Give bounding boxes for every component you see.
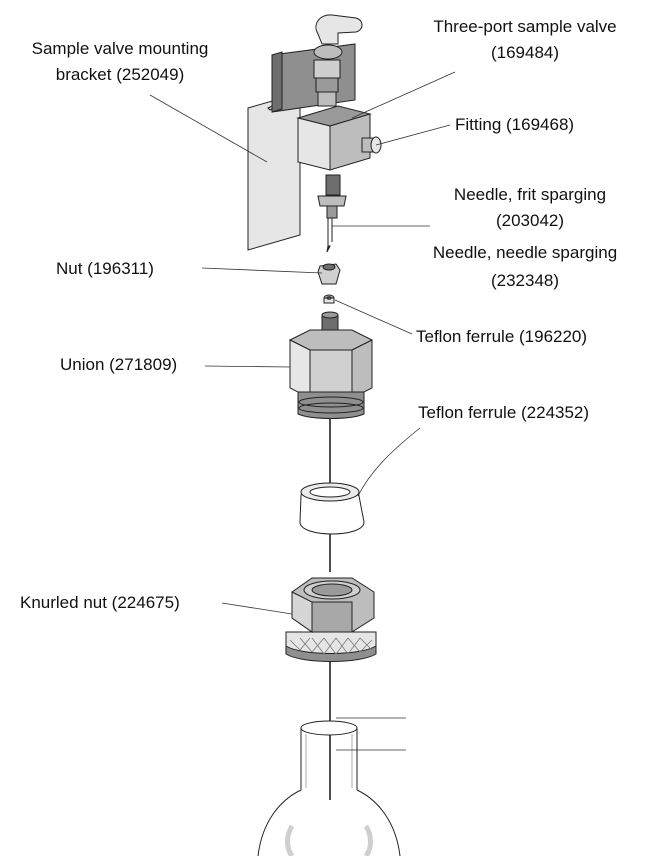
label-valve-line2: (169484) [490, 43, 560, 62]
label-needle-frit-line2: (203042) [495, 211, 565, 230]
label-union: Union (271809) [60, 355, 178, 374]
label-valve-line1: Three-port sample valve [433, 17, 617, 36]
union [288, 311, 374, 419]
label-knurled-nut: Knurled nut (224675) [20, 593, 180, 612]
label-needle-frit-line1: Needle, frit sparging [453, 185, 607, 204]
label-nut: Nut (196311) [56, 259, 154, 278]
sparging-vessel [257, 720, 401, 858]
mounting-bracket [247, 92, 301, 251]
label-teflon-ferrule-large: Teflon ferrule (224352) [418, 403, 590, 422]
label-bracket-line2: bracket (252049) [55, 65, 185, 84]
label-bracket-line1: Sample valve mounting [31, 39, 209, 58]
nut [317, 263, 341, 285]
needle [317, 174, 347, 253]
large-ferrule [299, 482, 365, 535]
label-fitting: Fitting (169468) [455, 115, 575, 134]
label-needle-needle-line2: (232348) [490, 271, 560, 290]
knurled-nut [285, 577, 377, 662]
leader-lines [149, 71, 456, 751]
label-teflon-ferrule-small: Teflon ferrule (196220) [416, 327, 588, 346]
sample-valve [271, 14, 382, 171]
small-ferrule [323, 294, 335, 304]
label-needle-needle-line1: Needle, needle sparging [432, 243, 618, 262]
